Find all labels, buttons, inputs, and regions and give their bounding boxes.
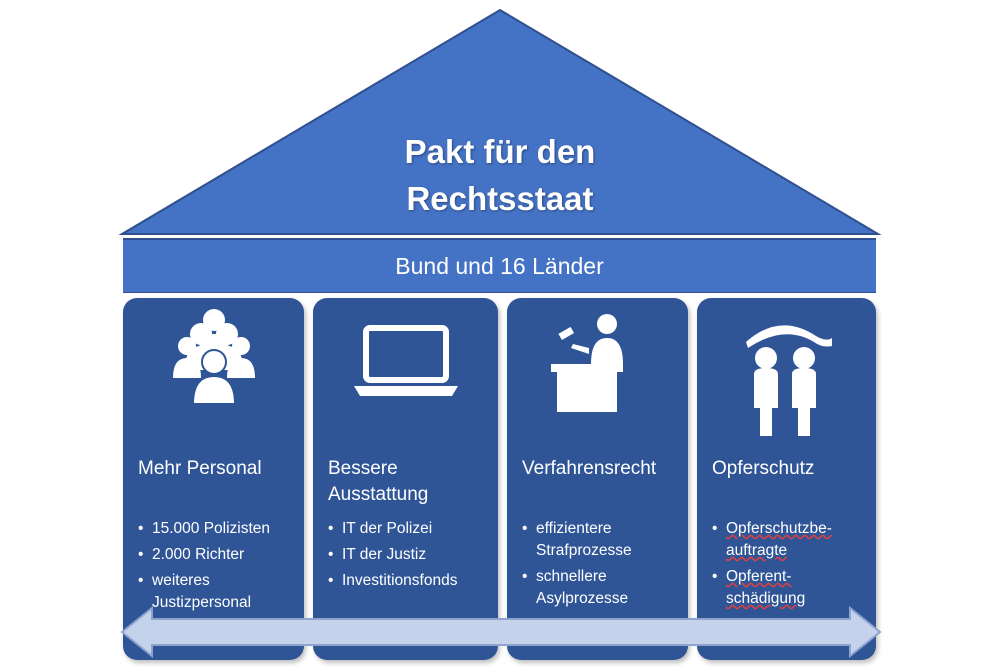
list-item: 15.000 Polizisten [138,518,298,540]
roof-title: Pakt für den Rechtsstaat [300,128,700,222]
list-item: weiteres Justizpersonal [138,570,298,614]
pillar-title: Bessere Ausstattung [328,458,429,505]
people-group-icon [123,308,304,448]
laptop-icon [313,308,498,448]
list-item: effizientere Strafprozesse [522,518,682,562]
pillar-title: Mehr Personal [138,458,262,479]
roof-title-line2: Rechtsstaat [406,180,594,217]
pillar-bessere-ausstattung: Bessere Ausstattung IT der Polizei IT de… [313,298,498,660]
list-item: schnellere Asylprozesse [522,566,682,610]
list-item: Opferent-schädigung [712,566,870,610]
pillar-opferschutz: Opferschutz Opferschutzbe-auftragte Opfe… [697,298,876,660]
protected-people-icon [697,308,876,448]
pillar-verfahrensrecht: Verfahrensrecht effizientere Strafprozes… [507,298,688,660]
pillar-list: effizientere Strafprozesse schnellere As… [522,518,682,614]
roof-title-line1: Pakt für den [404,133,596,170]
roof-triangle [118,8,882,235]
pillar-list: IT der Polizei IT der Justiz Investition… [328,518,492,596]
list-item: Opferschutzbe-auftragte [712,518,870,562]
band-bund-laender: Bund und 16 Länder [123,238,876,293]
pillar-title: Verfahrensrecht [522,458,657,479]
pillar-list: Opferschutzbe-auftragte Opferent-schädig… [712,518,870,614]
double-arrow [120,606,882,658]
list-item: 2.000 Richter [138,544,298,566]
list-item: IT der Polizei [328,518,492,540]
list-item: IT der Justiz [328,544,492,566]
judge-gavel-icon [507,308,688,448]
pillar-title: Opferschutz [712,458,815,479]
pillar-mehr-personal: Mehr Personal 15.000 Polizisten 2.000 Ri… [123,298,304,660]
pillar-list: 15.000 Polizisten 2.000 Richter weiteres… [138,518,298,618]
list-item: Investitionsfonds [328,570,492,592]
band-label: Bund und 16 Länder [395,252,604,279]
